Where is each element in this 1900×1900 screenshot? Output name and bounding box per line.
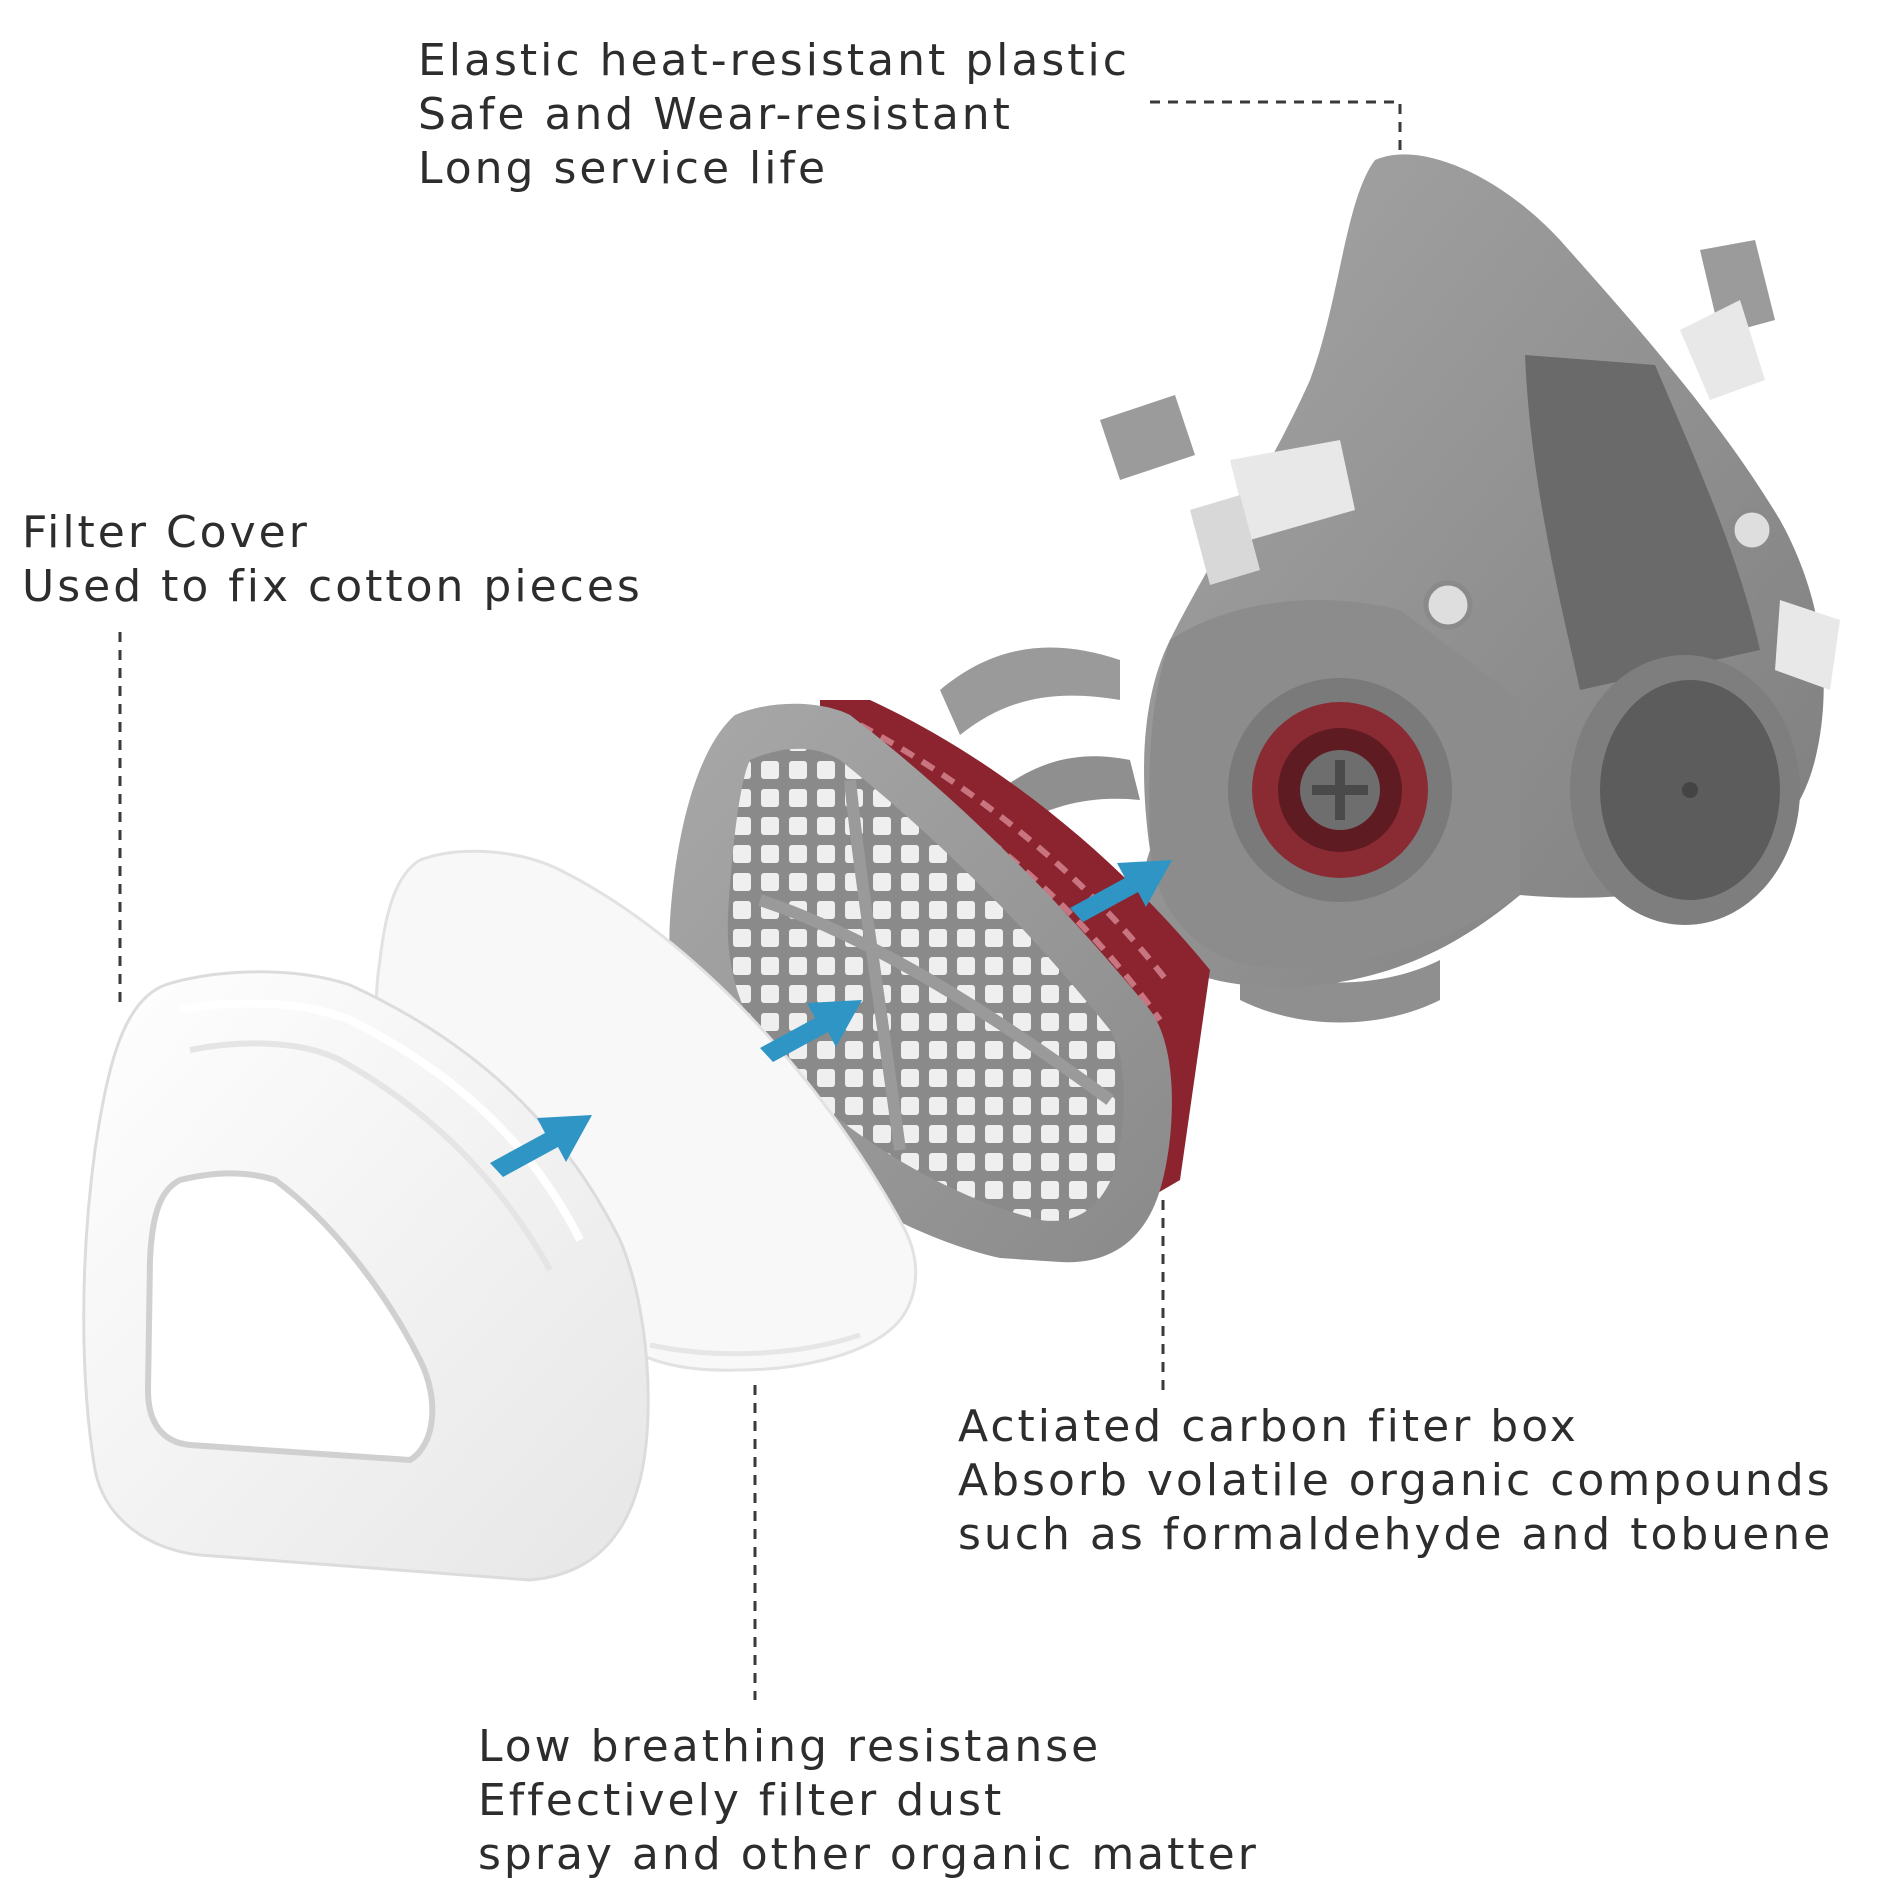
- mask-inlet-valve: [1228, 678, 1452, 902]
- label-mask: Elastic heat-resistant plastic Safe and …: [418, 34, 1130, 196]
- label-cotton: Low breathing resistanse Effectively fil…: [478, 1720, 1259, 1882]
- label-line: such as formaldehyde and tobuene: [958, 1509, 1834, 1560]
- filter-cover-window: [144, 1170, 436, 1464]
- label-line: Long service life: [418, 143, 829, 194]
- filter-cover: [82, 970, 650, 1582]
- label-line: Absorb volatile organic compounds: [958, 1455, 1833, 1506]
- label-line: spray and other organic matter: [478, 1829, 1259, 1880]
- label-filter-cover: Filter Cover Used to fix cotton pieces: [22, 506, 643, 614]
- blue-arrow-icon: [490, 860, 1172, 1177]
- label-line: Effectively filter dust: [478, 1775, 1005, 1826]
- label-line: Low breathing resistanse: [478, 1721, 1102, 1772]
- label-carbon-box: Actiated carbon fiter box Absorb volatil…: [958, 1400, 1833, 1562]
- label-line: Filter Cover: [22, 507, 310, 558]
- mask-right-filter-cap: [1570, 655, 1800, 925]
- label-line: Actiated carbon fiter box: [958, 1401, 1579, 1452]
- half-mask: [940, 154, 1840, 1023]
- label-line: Used to fix cotton pieces: [22, 561, 643, 612]
- mask-panel: [1525, 355, 1760, 690]
- label-line: Elastic heat-resistant plastic: [418, 35, 1130, 86]
- leader-mask: [1150, 100, 1402, 155]
- label-line: Safe and Wear-resistant: [418, 89, 1013, 140]
- leader-lines: [118, 100, 1402, 1700]
